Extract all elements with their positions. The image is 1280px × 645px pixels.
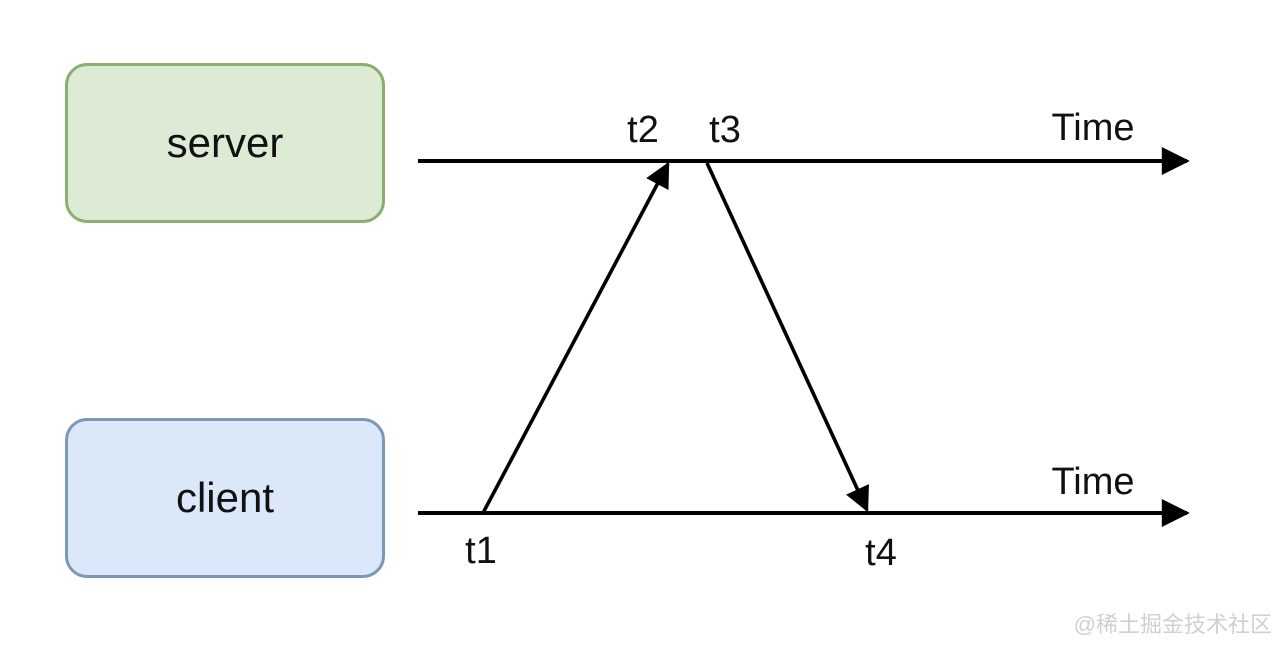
request-arrow-t1-t2 xyxy=(481,161,670,514)
client-node-label: client xyxy=(175,474,275,521)
label-t3: t3 xyxy=(709,109,741,151)
client-node: client xyxy=(65,418,385,578)
response-arrow-t3-t4 xyxy=(705,162,869,513)
watermark-text: @稀土掘金技术社区 xyxy=(1073,612,1272,637)
label-t2: t2 xyxy=(627,109,659,151)
server-node-label: server xyxy=(166,119,284,166)
server-time-axis-label: Time xyxy=(1051,107,1135,149)
label-t4: t4 xyxy=(865,532,897,574)
client-time-axis-label: Time xyxy=(1051,461,1135,503)
server-node: server xyxy=(65,63,385,223)
label-t1: t1 xyxy=(465,530,497,572)
